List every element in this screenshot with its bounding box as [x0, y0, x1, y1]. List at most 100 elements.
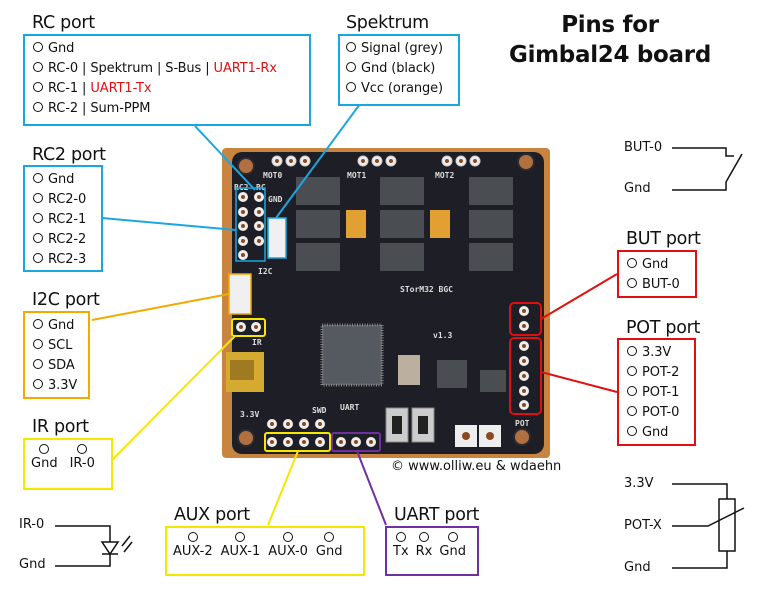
pin-circle-icon	[627, 278, 637, 288]
i2c-pin: SDA	[33, 356, 80, 376]
pin-circle-icon	[346, 42, 356, 52]
silk-mot1: MOT1	[347, 171, 366, 180]
pin-circle-icon	[187, 532, 198, 542]
ir-port-label: IR port	[32, 417, 89, 437]
silk-i2c: I2C	[258, 267, 273, 276]
copyright: © www.olliw.eu & wdaehn	[391, 459, 562, 474]
pin-circle-icon	[39, 444, 50, 454]
chip	[480, 370, 506, 392]
leader-spektrum	[275, 103, 361, 219]
pin-circle-icon	[33, 233, 43, 243]
title-line-1: Pins for	[561, 12, 659, 38]
i2c-port-box: Gnd SCL SDA 3.3V	[23, 311, 90, 399]
aux-pin: AUX-0	[268, 532, 308, 562]
pin-circle-icon	[283, 532, 294, 542]
pot-schematic-middle-label: POT-X	[624, 518, 662, 533]
pin-circle-icon	[324, 532, 335, 542]
but-pin: BUT-0	[627, 275, 687, 295]
pin-circle-icon	[33, 319, 43, 329]
pin-circle-icon	[33, 173, 43, 183]
mount-hole	[237, 429, 255, 447]
silk-gnd: GND	[268, 195, 283, 204]
button-schematic-bottom-label: Gnd	[624, 181, 651, 196]
ir-led-schematic	[55, 525, 133, 567]
pot-pin: POT-2	[627, 363, 686, 383]
spektrum-pin: Vcc (orange)	[346, 79, 452, 99]
i2c-pin: 3.3V	[33, 376, 80, 396]
button-schematic	[672, 147, 743, 191]
ir-pin: Gnd	[31, 444, 58, 474]
i2c-pin: SCL	[33, 336, 80, 356]
mount-hole	[517, 153, 535, 171]
ir-led-top-label: IR-0	[19, 517, 45, 532]
pin-circle-icon	[33, 253, 43, 263]
mcu-chip	[320, 323, 384, 387]
chip	[437, 360, 467, 388]
pin-circle-icon	[346, 82, 356, 92]
pin-circle-icon	[419, 532, 429, 542]
rc2-port-label: RC2 port	[32, 145, 106, 165]
crystal	[398, 355, 420, 385]
pin-circle-icon	[447, 532, 458, 542]
pot-schematic-bottom-label: Gnd	[624, 560, 651, 575]
aux-pin: Gnd	[316, 532, 343, 562]
spektrum-pin: Signal (grey)	[346, 39, 452, 59]
rc-pin-gnd: Gnd	[33, 39, 301, 59]
pin-circle-icon	[33, 42, 43, 52]
pot-port-box: 3.3V POT-2 POT-1 POT-0 Gnd	[617, 338, 696, 446]
pin-circle-icon	[395, 532, 406, 542]
pin-circle-icon	[33, 359, 43, 369]
i2c-connector	[228, 273, 252, 315]
uart-header	[331, 432, 381, 452]
silk-33v: 3.3V	[240, 410, 259, 419]
pin-circle-icon	[33, 339, 43, 349]
silk-mot2: MOT2	[435, 171, 454, 180]
leader-ir	[111, 335, 236, 461]
aux-port-box: AUX-2 AUX-1 AUX-0 Gnd	[165, 526, 365, 576]
silk-v13: v1.3	[433, 331, 452, 340]
leader-aux	[267, 450, 299, 526]
aux-pin: AUX-2	[173, 532, 213, 562]
pot-header	[509, 337, 542, 415]
leader-but	[540, 273, 618, 320]
leader-i2c	[91, 293, 230, 321]
pot-pin: POT-1	[627, 383, 686, 403]
pin-circle-icon	[627, 258, 637, 268]
silk-storm32: STorM32 BGC	[400, 285, 453, 294]
pin-circle-icon	[33, 102, 43, 112]
pot-schematic-top-label: 3.3V	[624, 476, 654, 491]
leader-uart	[356, 450, 387, 526]
spektrum-label: Spektrum	[346, 13, 429, 33]
spektrum-pin: Gnd (black)	[346, 59, 452, 79]
rc-pin-rc0: RC-0 | Spektrum | S-Bus | UART1-Rx	[33, 59, 301, 79]
i2c-pin: Gnd	[33, 316, 80, 336]
silk-ir: IR	[252, 338, 262, 347]
page-title: Pins for Gimbal24 board	[480, 10, 740, 70]
pin-circle-icon	[627, 346, 637, 356]
aux-port-label: AUX port	[174, 505, 250, 525]
silk-pot: POT	[515, 419, 530, 428]
capacitor	[346, 210, 366, 238]
silk-mot0: MOT0	[263, 171, 282, 180]
but-port-label: BUT port	[626, 229, 701, 249]
pin-circle-icon	[627, 386, 637, 396]
rc-pin-rc1: RC-1 | UART1-Tx	[33, 79, 301, 99]
leader-rc	[194, 125, 256, 191]
leader-pot	[540, 371, 618, 393]
pot-schematic	[672, 483, 745, 569]
rc2-port-box: Gnd RC2-0 RC2-1 RC2-2 RC2-3	[23, 165, 103, 272]
ir-pin: IR-0	[70, 444, 95, 474]
but-port-box: Gnd BUT-0	[617, 250, 697, 298]
aux-pin: AUX-1	[221, 532, 260, 562]
pin-circle-icon	[77, 444, 88, 454]
capacitor	[430, 210, 450, 238]
leader-rc2	[101, 217, 237, 231]
uart-port-box: Tx Rx Gnd	[385, 526, 479, 576]
button-schematic-top-label: BUT-0	[624, 140, 663, 155]
uart-port-label: UART port	[394, 505, 480, 525]
mount-hole	[513, 428, 531, 446]
rc2-pin: RC2-1	[33, 210, 93, 230]
pin-circle-icon	[33, 213, 43, 223]
spektrum-connector	[267, 217, 287, 259]
